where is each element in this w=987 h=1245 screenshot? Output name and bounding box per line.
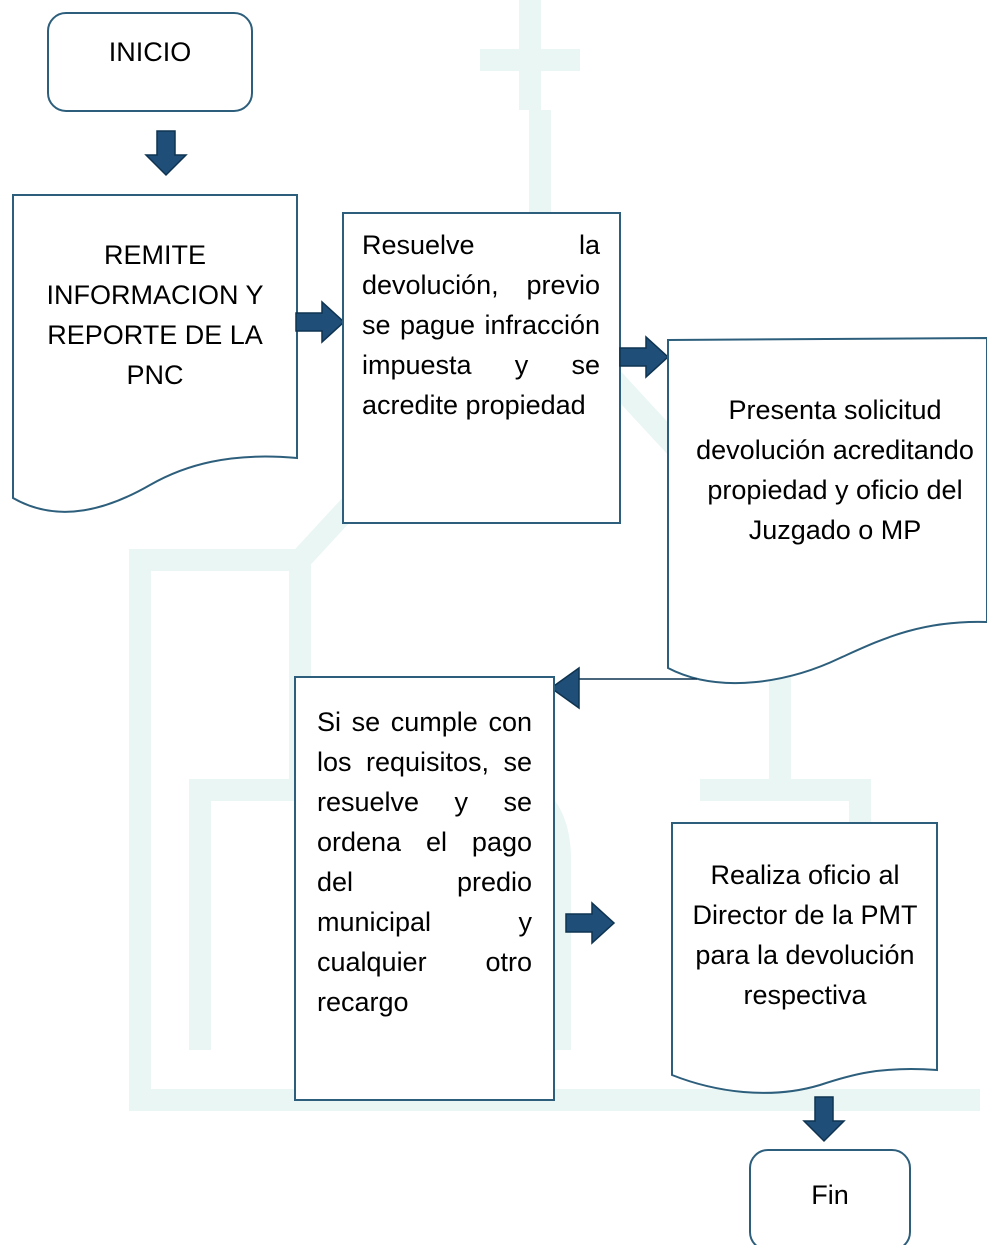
presenta-document-shape xyxy=(667,336,987,684)
cumple-process-box xyxy=(294,676,555,1101)
arrow-right-2 xyxy=(619,336,669,378)
end-terminator xyxy=(749,1149,911,1245)
arrow-left-1 xyxy=(550,667,698,709)
start-label: INICIO xyxy=(108,37,192,67)
oficio-label: Realiza oficio al Director de la PMT par… xyxy=(692,860,918,1010)
arrow-down-1 xyxy=(145,130,187,176)
cumple-label: Si se cumple con los requisitos, se resu… xyxy=(317,707,532,1017)
resuelve-process-box xyxy=(342,212,621,524)
arrow-right-1 xyxy=(295,301,345,343)
end-label: Fin xyxy=(811,1180,849,1210)
presenta-label: Presenta solicitud devolución acreditand… xyxy=(696,395,974,545)
arrow-down-2 xyxy=(803,1096,845,1142)
oficio-document-shape xyxy=(671,822,938,1094)
remite-document-shape xyxy=(12,194,298,513)
resuelve-label: Resuelve la devolución, previo se pague … xyxy=(362,230,600,420)
arrow-right-3 xyxy=(565,902,615,944)
start-terminator xyxy=(47,12,253,112)
remite-label: REMITE INFORMACION Y REPORTE DE LA PNC xyxy=(46,240,264,390)
